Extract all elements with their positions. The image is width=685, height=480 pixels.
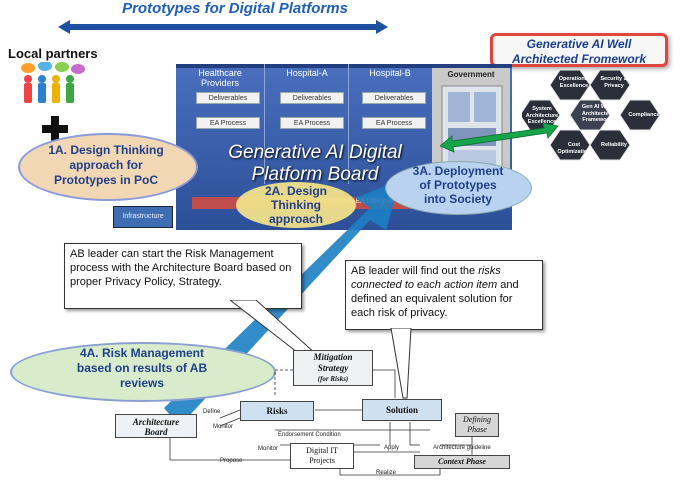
mitigation-line: Mitigation — [313, 352, 353, 362]
framework-title-line2: Architected Fromework — [511, 52, 647, 66]
infrastructure-box: Infrastructure — [113, 206, 173, 228]
digital-it-line: Digital IT — [306, 446, 338, 455]
ellipse-4a-line: based on results of AB — [76, 361, 208, 375]
ellipse-4a-text: 4A. Risk Management based on results of … — [28, 346, 256, 391]
ellipse-1a-line: Prototypes in PoC — [53, 173, 158, 187]
people-icon — [21, 62, 85, 103]
architecture-board-line: Architecture — [132, 417, 180, 427]
column-divider — [348, 64, 349, 184]
ellipse-3a — [385, 161, 532, 215]
label-endorsement: Endorsement Condition — [278, 432, 341, 438]
digital-it-line: Projects — [309, 456, 335, 465]
defining-phase-box: Defining Phase — [455, 413, 499, 437]
mitigation-line: (for Risks) — [317, 375, 349, 383]
double-arrow-icon — [58, 20, 388, 34]
board-title: Generative AI Digital Platform Board — [180, 142, 450, 192]
ellipse-1a-line: approach for — [69, 158, 143, 172]
label-architecture-guideline: Architecture guideline — [433, 445, 491, 451]
column-hospital-b: Hospital-B — [369, 68, 411, 78]
defining-phase-line: Phase — [467, 425, 487, 434]
architecture-board-line: Board — [144, 427, 168, 437]
hex-system-architecture: System Architecture Excellence — [525, 106, 559, 125]
plus-icon — [42, 116, 68, 142]
ellipse-3a-line: of Prototypes — [419, 178, 497, 192]
local-partners-label: Local partners — [8, 46, 98, 61]
board-top-strip — [176, 64, 512, 68]
label-monitor: Monitor — [213, 424, 234, 430]
callout-right-text: and defined an equivalent solution for e… — [351, 279, 519, 319]
column-divider — [264, 64, 265, 184]
column-hospital-a: Hospital-A — [286, 68, 328, 78]
ellipse-3a-text: 3A. Deployment of Prototypes into Societ… — [392, 164, 524, 206]
defining-phase-line: Defining — [463, 415, 491, 424]
architecture-board-box: Architecture Board — [115, 414, 197, 438]
top-title: Prototypes for Digital Platforms — [122, 0, 348, 17]
column-healthcare-providers: Healthcare Providers — [198, 68, 242, 88]
cell-deliverables: Deliverables — [196, 92, 260, 104]
ellipse-1a-text: 1A. Design Thinking approach for Prototy… — [30, 143, 182, 188]
ellipse-3a-line: 3A. Deployment — [412, 164, 504, 178]
board-title-line1: Generative AI Digital — [228, 142, 402, 163]
ellipse-4a-line: 4A. Risk Management — [79, 346, 205, 360]
solution-box: Solution — [362, 399, 442, 421]
framework-title: Generative AI Well Architected Fromework — [490, 33, 668, 67]
callout-right-text: AB leader will find out the — [351, 265, 479, 277]
label-define: Define — [203, 409, 221, 415]
callout-right: AB leader will find out the risks connec… — [345, 260, 543, 330]
framework-hexagons — [522, 69, 661, 161]
board-title-line2: Platform Board — [251, 164, 379, 185]
ellipse-4a-line: reviews — [119, 376, 165, 390]
cell-deliverables: Deliverables — [362, 92, 426, 104]
cell-ea-process: EA Process — [280, 117, 344, 129]
ellipse-2a-text: 2A. Design Thinking approach — [240, 184, 352, 226]
label-propose: Propose — [220, 458, 243, 464]
label-monitor-2: Monitor — [258, 446, 279, 452]
mitigation-strategy-box: Mitigation Strategy (for Risks) — [293, 350, 373, 386]
ellipse-1a — [18, 133, 198, 201]
mitigation-line: Strategy — [317, 363, 349, 373]
hex-reliability: Reliability — [601, 142, 627, 148]
callout-right-emphasis: risks connected to each action item — [351, 265, 501, 291]
hexagon-center — [569, 99, 611, 131]
ellipse-1a-line: 1A. Design Thinking — [48, 143, 164, 157]
ellipse-4a — [10, 342, 276, 402]
hexagon — [619, 99, 661, 131]
ellipse-3a-line: into Society — [423, 192, 492, 206]
context-phase-box: Context Phase — [414, 455, 510, 469]
ellipse-2a-line: 2A. Design — [264, 184, 327, 198]
green-double-arrow-icon — [440, 122, 559, 153]
hex-cost-optimization: Cost Optimization — [557, 142, 591, 155]
ellipse-2a-line: approach — [268, 212, 323, 226]
hex-security-privacy: Security & Privacy — [600, 76, 628, 89]
column-government: Government — [447, 70, 495, 79]
callout-left: AB leader can start the Risk Management … — [64, 243, 302, 309]
cell-ea-process: EA Process — [196, 117, 260, 129]
risks-box: Risks — [240, 401, 314, 421]
ellipse-2a-line: Thinking — [271, 198, 321, 212]
hex-center: Gen AI Well Architected Framework — [581, 104, 613, 123]
ellipse-2a — [236, 182, 356, 228]
hex-compliance: Compliance — [628, 112, 660, 118]
digital-it-projects-box: Digital IT Projects — [290, 443, 354, 469]
callout-right-pointer-icon — [390, 328, 412, 399]
hex-operational-excellence: Operational Excellence — [558, 76, 590, 89]
cell-deliverables: Deliverables — [280, 92, 344, 104]
cell-ea-process: EA Process — [362, 117, 426, 129]
label-realize: Realize — [376, 470, 397, 476]
framework-title-line1: Generative AI Well — [526, 37, 632, 51]
label-apply: Apply — [384, 445, 400, 451]
hexagon — [589, 69, 631, 101]
